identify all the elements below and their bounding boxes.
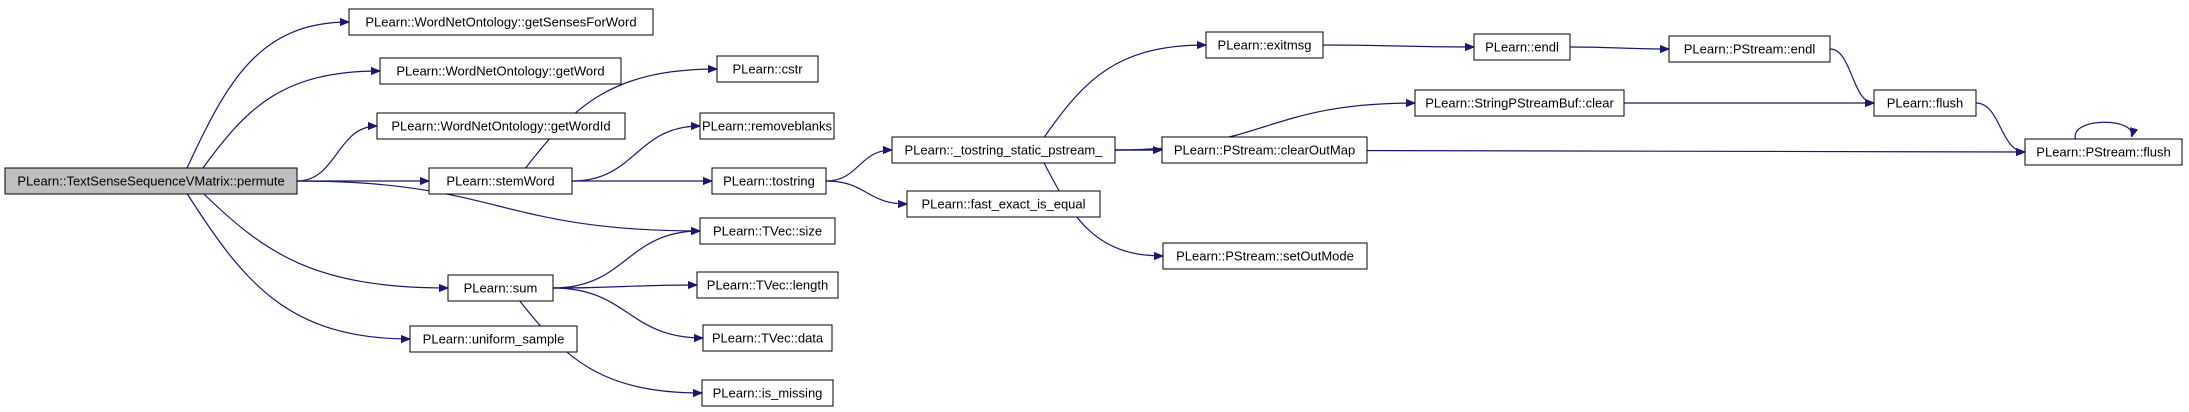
node-clearoutmap[interactable]: PLearn::PStream::clearOutMap (1161, 136, 1368, 164)
node-label: PLearn::WordNetOntology::getWord (396, 64, 604, 79)
edge-permute-to-getword (202, 71, 380, 169)
node-label: PLearn::_tostring_static_pstream_ (905, 143, 1104, 158)
node-tvec-length[interactable]: PLearn::TVec::length (696, 271, 839, 299)
node-box (1162, 242, 1368, 270)
node-box (428, 167, 573, 195)
edge-endl-to-pstream-endl (1569, 47, 1669, 49)
node-fast-exact[interactable]: PLearn::fast_exact_is_equal (906, 190, 1101, 218)
node-label: PLearn::TVec::length (707, 278, 828, 293)
node-permute[interactable]: PLearn::TextSenseSequenceVMatrix::permut… (4, 167, 298, 195)
edge-stemword-to-cstr (525, 69, 717, 169)
node-pstream-endl[interactable]: PLearn::PStream::endl (1668, 35, 1831, 63)
node-box (379, 57, 622, 85)
node-pstream-flush[interactable]: PLearn::PStream::flush (2024, 138, 2183, 166)
node-stemword[interactable]: PLearn::stemWord (428, 167, 573, 195)
edge-sum-to-is-missing (519, 300, 702, 393)
edge-sum-to-tvec-length (552, 285, 697, 288)
node-label: PLearn::TVec::size (713, 224, 822, 239)
edge-pstream-flush-to-pstream-flush (2074, 121, 2132, 140)
node-exitmsg[interactable]: PLearn::exitmsg (1205, 31, 1324, 59)
node-label: PLearn::flush (1887, 96, 1964, 111)
edge-sum-to-tvec-size (552, 231, 700, 289)
node-getwordid[interactable]: PLearn::WordNetOntology::getWordId (376, 112, 626, 140)
node-label: PLearn::StringPStreamBuf::clear (1425, 96, 1614, 111)
node-box (1161, 136, 1368, 164)
node-getsensesforword[interactable]: PLearn::WordNetOntology::getSensesForWor… (348, 8, 654, 36)
node-tostring[interactable]: PLearn::tostring (711, 167, 827, 195)
node-box (702, 324, 833, 352)
node-flush[interactable]: PLearn::flush (1873, 89, 1977, 117)
node-label: PLearn::PStream::clearOutMap (1174, 143, 1355, 158)
edge-sum-to-tvec-data (552, 287, 703, 338)
edge-permute-to-tvec-size (296, 180, 700, 231)
node-label: PLearn::PStream::flush (2036, 145, 2170, 160)
node-endl[interactable]: PLearn::endl (1473, 33, 1571, 61)
edge-exitmsg-to-endl (1322, 45, 1474, 47)
node-box (699, 217, 836, 245)
node-label: PLearn::TVec::data (712, 331, 824, 346)
node-box (376, 112, 626, 140)
edge-permute-to-getsensesforword (186, 22, 349, 169)
node-box (711, 167, 827, 195)
edge-permute-to-sum (203, 193, 448, 288)
node-spsb-clear[interactable]: PLearn::StringPStreamBuf::clear (1414, 89, 1625, 117)
node-setoutmode[interactable]: PLearn::PStream::setOutMode (1162, 242, 1368, 270)
node-label: PLearn::WordNetOntology::getWordId (391, 119, 610, 134)
node-box (1873, 89, 1977, 117)
node-sum[interactable]: PLearn::sum (447, 274, 554, 302)
node-label: PLearn::endl (1485, 40, 1559, 55)
node-label: PLearn::tostring (723, 174, 815, 189)
node-label: PLearn::stemWord (446, 174, 554, 189)
edge-pstream-endl-to-flush (1829, 48, 1875, 103)
node-label: PLearn::fast_exact_is_equal (921, 197, 1085, 212)
node-box (891, 136, 1116, 164)
call-edges (186, 22, 2132, 393)
node-label: PLearn::WordNetOntology::getSensesForWor… (365, 15, 636, 30)
node-box (701, 379, 834, 407)
node-box (1668, 35, 1831, 63)
node-getword[interactable]: PLearn::WordNetOntology::getWord (379, 57, 622, 85)
node-box (1473, 33, 1571, 61)
node-label: PLearn::TextSenseSequenceVMatrix::permut… (17, 174, 284, 189)
node-uniform-sample[interactable]: PLearn::uniform_sample (409, 325, 578, 353)
node-is-missing[interactable]: PLearn::is_missing (701, 379, 834, 407)
edge-permute-to-getwordid (296, 126, 377, 182)
node-box (1414, 89, 1625, 117)
function-nodes: PLearn::TextSenseSequenceVMatrix::permut… (4, 8, 2183, 407)
node-box (906, 190, 1101, 218)
node-label: PLearn::sum (464, 281, 538, 296)
node-tostring-static[interactable]: PLearn::_tostring_static_pstream_ (891, 136, 1116, 164)
edge-flush-to-pstream-flush (1975, 102, 2026, 152)
node-box (699, 112, 835, 140)
node-cstr[interactable]: PLearn::cstr (716, 55, 819, 83)
node-label: PLearn::uniform_sample (423, 332, 565, 347)
edge-tostring-to-fast-exact (825, 180, 907, 204)
edge-tostring-static-to-setoutmode (1043, 162, 1163, 256)
edge-permute-to-uniform-sample (186, 193, 410, 339)
node-label: PLearn::removeblanks (702, 119, 833, 134)
node-label: PLearn::is_missing (713, 386, 823, 401)
node-box (716, 55, 819, 83)
edge-tostring-to-tostring-static (825, 150, 892, 182)
node-box (447, 274, 554, 302)
node-box (696, 271, 839, 299)
node-box (348, 8, 654, 36)
edge-stemword-to-removeblanks (571, 126, 700, 182)
node-label: PLearn::PStream::endl (1684, 42, 1816, 57)
node-label: PLearn::PStream::setOutMode (1176, 249, 1354, 264)
node-box (2024, 138, 2183, 166)
node-tvec-size[interactable]: PLearn::TVec::size (699, 217, 836, 245)
node-box (1205, 31, 1324, 59)
node-removeblanks[interactable]: PLearn::removeblanks (699, 112, 835, 140)
node-label: PLearn::exitmsg (1218, 38, 1312, 53)
node-label: PLearn::cstr (732, 62, 803, 77)
node-box (409, 325, 578, 353)
edge-tostring-static-to-exitmsg (1043, 45, 1206, 138)
node-tvec-data[interactable]: PLearn::TVec::data (702, 324, 833, 352)
node-box (4, 167, 298, 195)
